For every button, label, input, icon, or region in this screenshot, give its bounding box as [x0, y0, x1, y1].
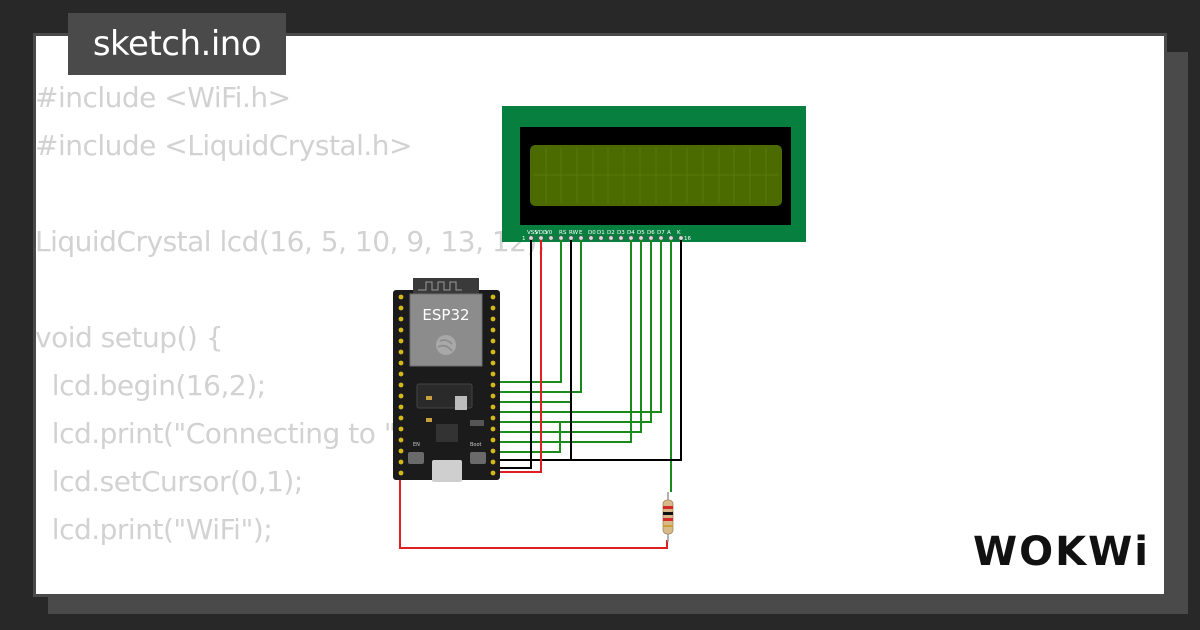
- boot-button-label: Boot: [470, 442, 482, 448]
- lcd-pin-label: D3: [617, 230, 625, 236]
- esp32-pins: [398, 294, 496, 476]
- code-line: lcd.print("Connecting to ");: [35, 417, 416, 450]
- lcd-pin-label: RS: [559, 230, 567, 236]
- lcd-pin-label: D2: [607, 230, 615, 236]
- code-line: #include <LiquidCrystal.h>: [35, 129, 412, 162]
- file-title: sketch.ino: [68, 13, 286, 75]
- lcd-pin-label: D7: [657, 230, 665, 236]
- lcd-pin-label: A: [667, 230, 671, 236]
- code-line: lcd.setCursor(0,1);: [35, 465, 303, 498]
- lcd-pin-label: RW: [569, 230, 579, 236]
- en-button-label: EN: [413, 442, 420, 448]
- resistor: [662, 492, 674, 542]
- lcd-pin-number-last: 16: [684, 236, 691, 242]
- lcd-pin-label: D5: [637, 230, 645, 236]
- lcd-pin-label: VDD: [535, 230, 547, 236]
- esp32-chip-label: ESP32: [422, 306, 469, 324]
- lcd-pin-label: VSS: [527, 230, 538, 236]
- lcd-pin-label: D1: [597, 230, 605, 236]
- espressif-logo-icon: [436, 335, 456, 355]
- lcd-pin-label: E: [579, 230, 583, 236]
- code-line: lcd.begin(16,2);: [35, 369, 266, 402]
- code-line: #include <WiFi.h>: [35, 81, 291, 114]
- lcd-pin-label: D4: [627, 230, 635, 236]
- code-line: lcd.print("WiFi");: [35, 513, 273, 546]
- wokwi-logo: WOKWi: [973, 529, 1150, 575]
- lcd-pin-labels: VSS VDD V0 RS RW E D0 D1 D2 D3 D4 D5 D6 …: [522, 230, 691, 242]
- lcd-module: VSS VDD V0 RS RW E D0 D1 D2 D3 D4 D5 D6 …: [502, 106, 806, 242]
- usb-port: [432, 460, 462, 482]
- lcd-pin-label: D6: [647, 230, 655, 236]
- code-line: void setup() {: [35, 321, 224, 354]
- lcd-pin-label: D0: [588, 230, 596, 236]
- lcd-pin-number-first: 1: [522, 236, 526, 242]
- wires: [399, 240, 682, 549]
- lcd-character-grid: [533, 148, 779, 203]
- esp32-board: ESP32 EN Boot: [393, 278, 500, 482]
- lcd-pin-label: V0: [545, 230, 553, 236]
- lcd-pin-label: K: [677, 230, 681, 236]
